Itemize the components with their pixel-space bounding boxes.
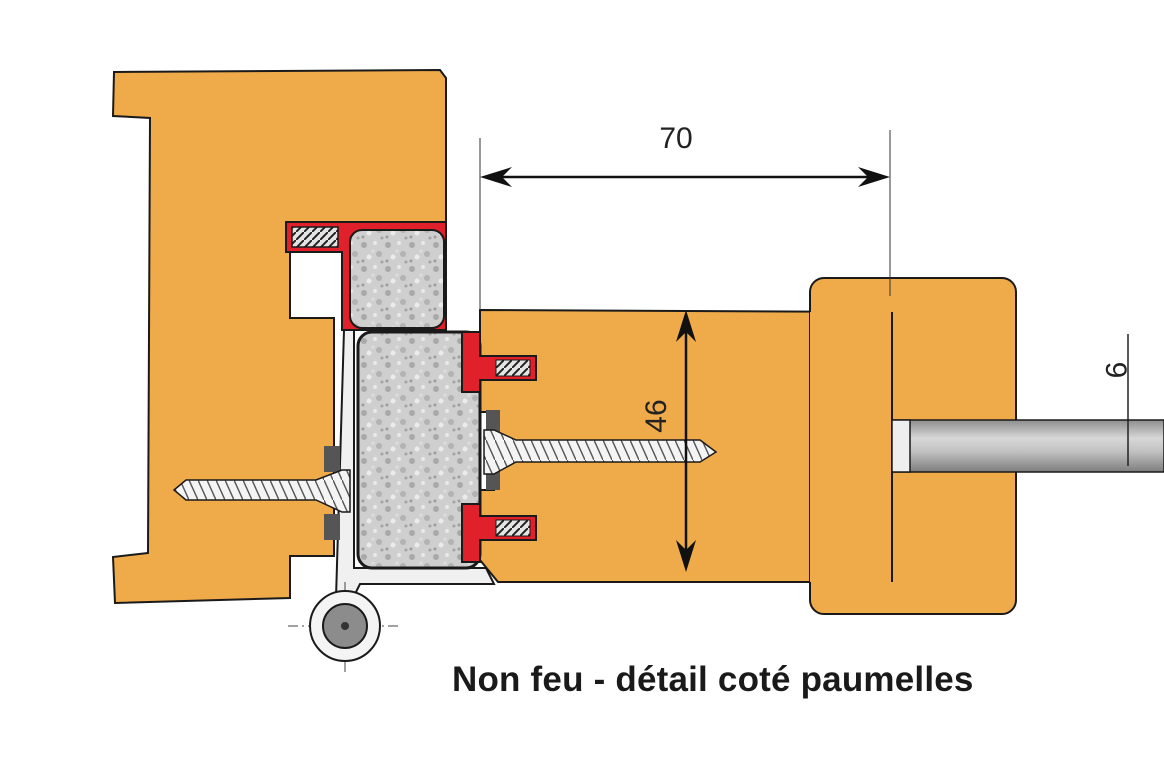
dimension-height: 46 [640,310,696,572]
washer [486,410,500,434]
frame-screw [172,469,351,513]
frame-jamb [111,68,447,605]
diagram-title: Non feu - détail coté paumelles [452,660,974,699]
metal-rod [891,419,1164,473]
door-seal-top [461,331,537,393]
door-seal-bottom [461,503,537,563]
frame-seal [285,221,447,331]
washer [324,514,340,540]
washer [324,446,340,472]
hinge-knuckle [288,582,402,672]
gap-label: 9 [1099,362,1132,379]
dimension-gap: 9 [1099,334,1132,466]
dimension-width: 70 [479,122,891,310]
width-label: 70 [659,122,692,155]
height-label: 46 [640,399,673,432]
core-insert [356,330,482,570]
leaf-screw [483,429,718,475]
